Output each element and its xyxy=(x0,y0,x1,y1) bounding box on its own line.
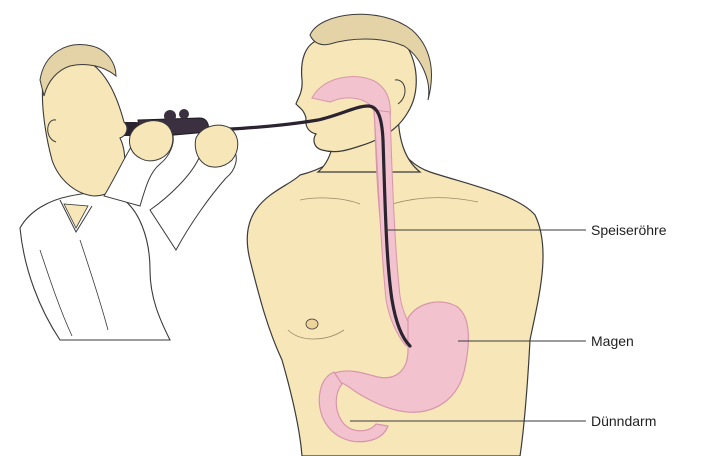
doctor-coat xyxy=(20,192,170,340)
label-esophagus: Speiseröhre xyxy=(591,222,667,238)
doctor-hand-left xyxy=(129,121,172,161)
label-stomach: Magen xyxy=(591,333,634,349)
doctor-figure xyxy=(20,45,238,340)
doctor-head xyxy=(42,58,127,196)
endoscope-control-knob xyxy=(164,110,176,122)
label-small-intestine: Dünndarm xyxy=(591,413,656,429)
doctor-hand-right xyxy=(195,125,238,167)
patient-nipple xyxy=(306,319,318,329)
endoscope-control-knob-2 xyxy=(179,109,189,119)
